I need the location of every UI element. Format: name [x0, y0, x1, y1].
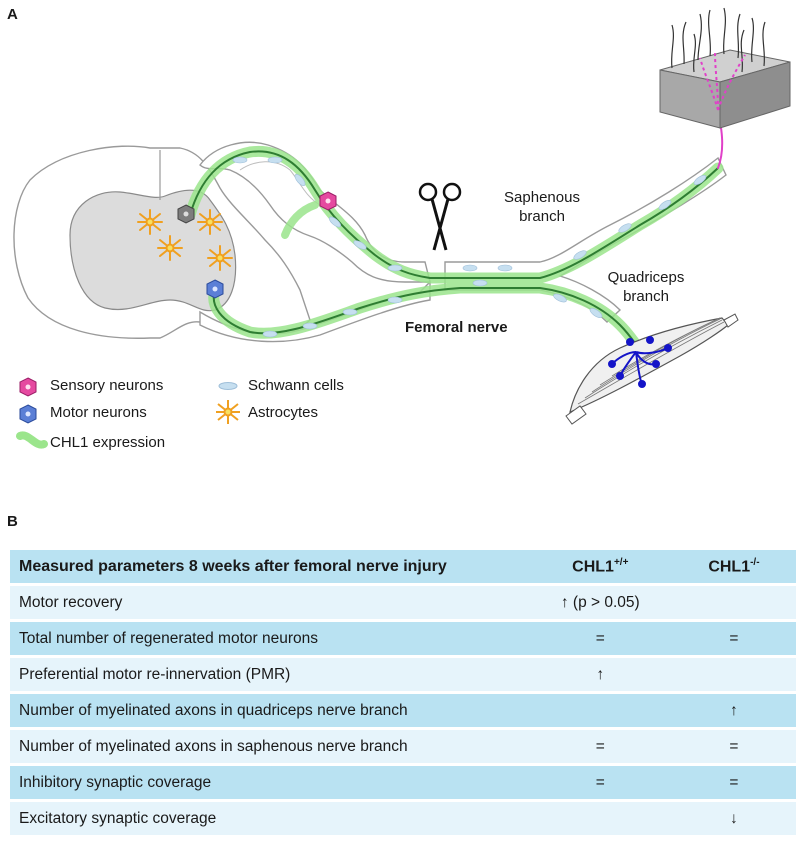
- astrocytes: [137, 209, 233, 271]
- legend-sensory-icon: [19, 377, 37, 397]
- table-row: Excitatory synaptic coverage ↓: [10, 802, 796, 835]
- panel-b-label: B: [7, 513, 18, 530]
- scissors-icon: [418, 182, 462, 251]
- header-ko: CHL1-/-: [672, 550, 796, 583]
- row-wt: ↑ (p > 0.05): [560, 593, 640, 611]
- legend-sensory: Sensory neurons: [50, 377, 163, 394]
- table-row: Total number of regenerated motor neuron…: [10, 622, 796, 655]
- row-ko: [672, 586, 796, 619]
- legend-chl1-text: CHL1 expression: [50, 434, 166, 451]
- schwann-cells: [232, 156, 707, 338]
- row-param: Total number of regenerated motor neuron…: [19, 629, 318, 647]
- quadriceps-label: Quadriceps branch: [596, 268, 696, 306]
- table-row: Inhibitory synaptic coverage = =: [10, 766, 796, 799]
- legend-astro-icon: [216, 400, 240, 424]
- row-wt: =: [595, 737, 605, 755]
- row-ko: =: [729, 773, 739, 791]
- legend-motor-text: Motor neurons: [50, 404, 147, 421]
- quadriceps-muscle: [565, 313, 739, 425]
- sensory-neuron: [319, 191, 337, 211]
- row-param: Excitatory synaptic coverage: [19, 809, 217, 827]
- quadriceps-label-line1: Quadriceps: [607, 269, 685, 286]
- header-ko-sup: -/-: [750, 556, 760, 568]
- row-ko: [672, 658, 796, 691]
- legend-schwann-text: Schwann cells: [248, 377, 344, 394]
- table-row: Number of myelinated axons in saphenous …: [10, 730, 796, 763]
- legend-motor-icon: [19, 404, 37, 424]
- motor-endplates: [608, 336, 672, 388]
- motor-neuron-gray: [177, 204, 195, 224]
- legend-astro-text: Astrocytes: [248, 404, 319, 421]
- row-wt: ↑: [596, 665, 605, 683]
- skin-block: [659, 7, 791, 129]
- row-param: Inhibitory synaptic coverage: [19, 773, 212, 791]
- saphenous-label: Saphenous branch: [496, 188, 588, 226]
- table-row: Preferential motor re-innervation (PMR) ↑: [10, 658, 796, 691]
- row-param: Motor recovery: [19, 593, 123, 611]
- legend-astro: Astrocytes: [248, 404, 318, 421]
- table-header-row: Measured parameters 8 weeks after femora…: [10, 550, 796, 583]
- header-wt-sup: +/+: [613, 556, 629, 568]
- nerve-diagram: [13, 7, 791, 449]
- row-wt: [529, 802, 672, 835]
- header-wt-text: CHL1: [572, 558, 614, 576]
- row-param: Number of myelinated axons in saphenous …: [19, 737, 408, 755]
- panel-a-label: A: [7, 6, 18, 23]
- motor-neuron: [206, 279, 224, 299]
- legend-chl1: CHL1 expression: [50, 434, 165, 451]
- saphenous-label-line2: branch: [519, 208, 565, 225]
- row-ko: =: [729, 629, 739, 647]
- table-row: Number of myelinated axons in quadriceps…: [10, 694, 796, 727]
- header-wt: CHL1+/+: [529, 550, 672, 583]
- row-wt: [529, 694, 672, 727]
- parameters-table: Measured parameters 8 weeks after femora…: [10, 547, 796, 838]
- legend-sensory-text: Sensory neurons: [50, 377, 164, 394]
- saphenous-label-line1: Saphenous: [504, 189, 580, 206]
- row-wt: =: [595, 629, 605, 647]
- quadriceps-label-line2: branch: [623, 288, 669, 305]
- femoral-nerve-label: Femoral nerve: [405, 319, 508, 336]
- row-ko: ↑: [730, 701, 738, 719]
- table-row: Motor recovery ↑ (p > 0.05): [10, 586, 796, 619]
- header-ko-text: CHL1: [708, 558, 751, 576]
- legend-chl1-icon: [16, 431, 48, 449]
- row-ko: =: [729, 737, 739, 755]
- row-ko: ↓: [730, 809, 738, 827]
- row-wt: =: [595, 773, 605, 791]
- legend-schwann-icon: [218, 382, 238, 390]
- row-param: Preferential motor re-innervation (PMR): [19, 665, 291, 683]
- row-param: Number of myelinated axons in quadriceps…: [19, 701, 408, 719]
- legend-schwann: Schwann cells: [248, 377, 344, 394]
- legend-motor: Motor neurons: [50, 404, 147, 421]
- header-param: Measured parameters 8 weeks after femora…: [19, 557, 447, 575]
